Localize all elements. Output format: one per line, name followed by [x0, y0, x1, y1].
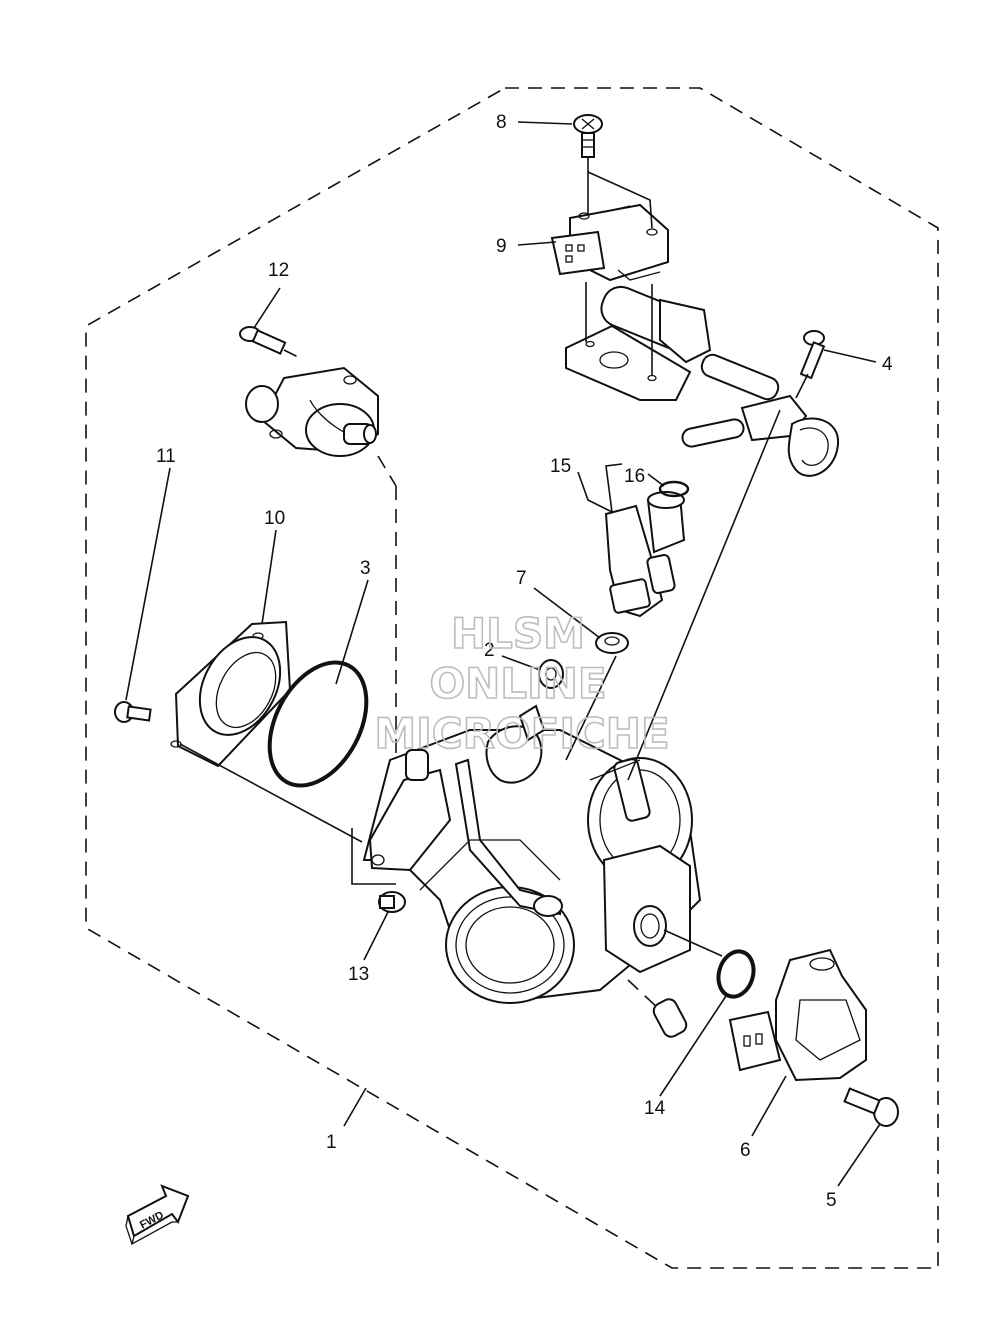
throttle-body[interactable]: [362, 704, 702, 1040]
part-2-joint[interactable]: [538, 659, 564, 689]
label-part-1: 1: [326, 1132, 337, 1153]
label-part-8: 8: [496, 112, 507, 133]
leader-9: [517, 241, 557, 246]
label-part-2: 2: [484, 640, 495, 661]
label-part-5: 5: [826, 1190, 837, 1211]
part-3-gasket[interactable]: [250, 646, 386, 802]
leader-12: [253, 287, 281, 329]
label-part-9: 9: [496, 236, 507, 257]
part-9-sensor[interactable]: [550, 203, 669, 282]
label-part-10: 10: [264, 508, 285, 529]
injector-to-body-guide: [565, 655, 617, 761]
part-8-screw[interactable]: [573, 114, 603, 158]
label-part-12: 12: [268, 260, 289, 281]
leader-14: [659, 995, 727, 1097]
part-14-o-ring[interactable]: [713, 947, 758, 1001]
leader-13: [363, 911, 389, 961]
leader-11: [125, 467, 171, 701]
watermark-line-3: MICROFICHE: [374, 709, 669, 758]
leader-6: [751, 1075, 787, 1137]
rail-to-body-guide: [627, 409, 781, 781]
leader-10: [261, 529, 277, 625]
part-13-bolt[interactable]: [378, 891, 406, 913]
part-7-seal[interactable]: [595, 632, 629, 654]
leader-8: [517, 121, 573, 125]
leader-3: [335, 579, 369, 685]
leader-2: [501, 655, 541, 671]
part-12-guide: [283, 349, 305, 361]
sensor-guide: [663, 929, 723, 957]
watermark-line-2: ONLINE: [429, 659, 606, 708]
leader-4: [823, 349, 877, 363]
part-15-injector[interactable]: [604, 491, 686, 618]
part-4-screw[interactable]: [799, 330, 826, 380]
isc-guide: [377, 455, 397, 487]
body-bottom-dash: [627, 979, 661, 1011]
label-part-15: 15: [550, 456, 571, 477]
part-11-screw[interactable]: [114, 701, 152, 723]
label-part-11: 11: [156, 446, 176, 467]
part-10-plate[interactable]: [170, 620, 296, 768]
leader-15: [577, 463, 623, 514]
label-part-3: 3: [360, 558, 371, 579]
part-4-guide: [795, 373, 809, 399]
leader-5: [837, 1123, 881, 1187]
assembly-boundary: [85, 87, 939, 1269]
watermark-line-1: HLSM: [451, 609, 585, 658]
leader-16: [647, 473, 665, 487]
isc-valve[interactable]: [245, 366, 379, 457]
fuel-delivery-pipe[interactable]: [565, 281, 840, 477]
part-6-tps[interactable]: [728, 948, 867, 1082]
part-16-o-ring[interactable]: [658, 480, 690, 498]
part-12-screw[interactable]: [239, 326, 287, 355]
label-part-4: 4: [882, 354, 893, 375]
label-part-6: 6: [740, 1140, 751, 1161]
plate-guide: [179, 743, 363, 843]
label-part-13: 13: [348, 964, 369, 985]
part-5-screw[interactable]: [843, 1087, 899, 1127]
label-part-14: 14: [644, 1098, 666, 1119]
fwd-arrow-icon: FWD: [125, 1184, 190, 1246]
leader-7: [533, 587, 601, 639]
label-part-16: 16: [624, 466, 645, 487]
leader-1: [343, 1087, 367, 1127]
screw-8-bracket: [587, 171, 653, 229]
part-13-bracket: [351, 828, 396, 885]
label-part-7: 7: [516, 568, 527, 589]
